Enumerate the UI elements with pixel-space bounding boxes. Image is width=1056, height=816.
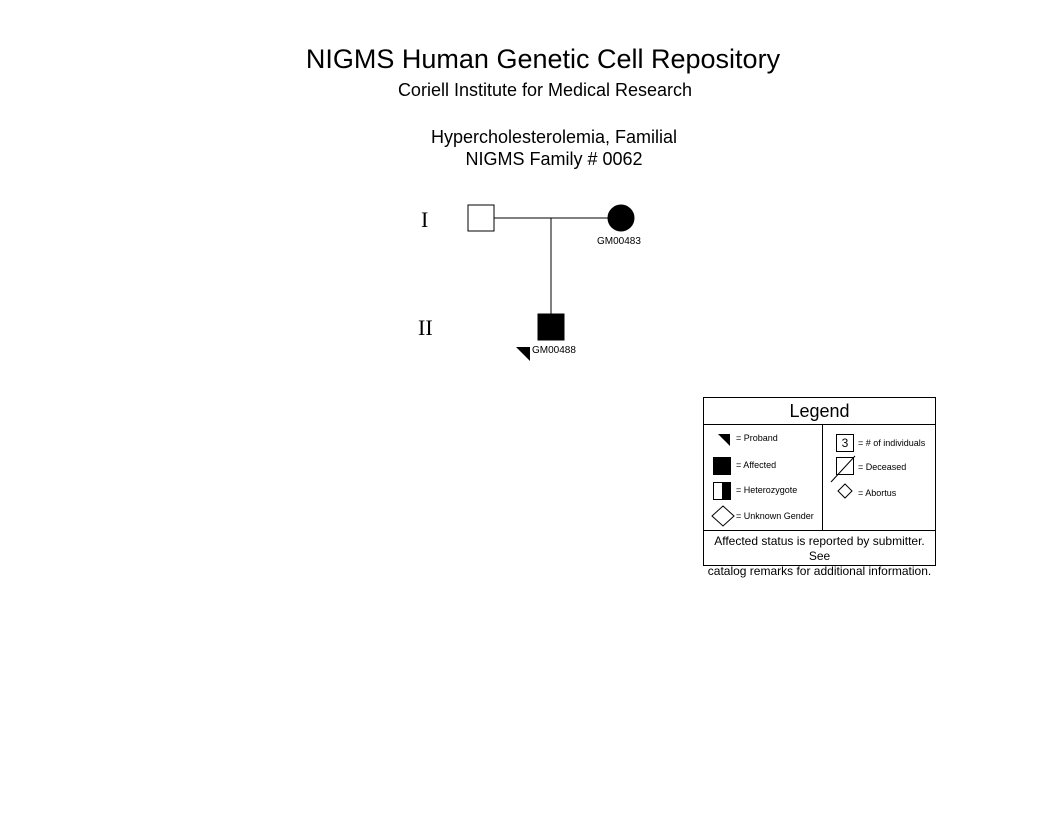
proband-arrow-icon [516,347,530,361]
legend-unknown-gender-label: = Unknown Gender [736,511,814,521]
disease-name: Hypercholesterolemia, Familial [430,127,678,147]
heterozygote-square-icon [713,482,731,500]
legend-box: Legend = Proband = Affected = Heterozygo… [703,397,936,578]
generation-label-2: II [418,315,433,340]
pedigree-heading: Hypercholesterolemia, Familial NIGMS Fam… [0,126,1056,170]
legend-footnote-line1: Affected status is reported by submitter… [714,534,925,563]
legend-deceased-label: = Deceased [858,462,907,472]
legend-proband-label: = Proband [736,433,778,443]
legend-abortus-label: = Abortus [858,488,897,498]
legend-footnote: Affected status is reported by submitter… [704,530,935,578]
legend-footnote-line2: catalog remarks for additional informati… [707,564,932,578]
legend-left-column: = Proband = Affected = Heterozygote = Un… [704,425,823,530]
abortus-diamond-icon [837,483,853,499]
individual-male-affected [537,313,565,341]
legend-affected-label: = Affected [736,460,777,470]
legend-heterozygote-label: = Heterozygote [736,485,798,495]
page-subtitle: Coriell Institute for Medical Research [397,80,693,100]
legend-right-column: 3 = # of individuals = Deceased = Abortu… [823,425,935,530]
legend-title: Legend [704,398,935,425]
page-title: NIGMS Human Genetic Cell Repository [305,44,781,74]
unknown-gender-diamond-icon [711,505,735,527]
individual-id-mother: GM00483 [597,236,641,247]
affected-square-icon [713,457,731,475]
legend-count-label: = # of individuals [858,438,926,448]
individual-male-unaffected [467,204,495,232]
individual-female-affected [607,204,635,232]
deceased-square-icon [830,455,856,483]
generation-label-1: I [421,207,429,232]
count-box-icon: 3 [836,434,854,452]
proband-arrow-icon [718,434,730,446]
family-number: NIGMS Family # 0062 [465,149,643,169]
individual-id-proband: GM00488 [532,345,576,356]
